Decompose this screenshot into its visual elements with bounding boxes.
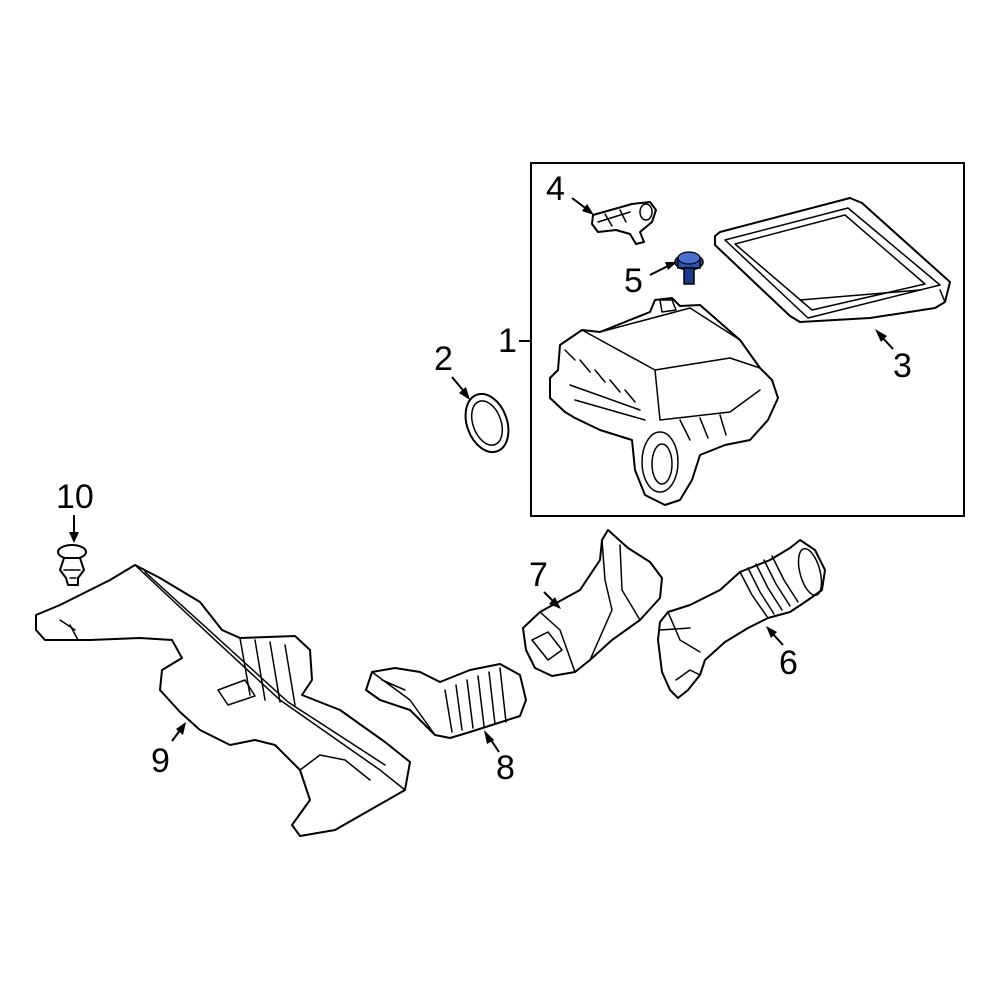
part-5-bolt[interactable] xyxy=(674,251,704,285)
callout-10: 10 xyxy=(56,478,94,516)
arrowhead-8 xyxy=(484,730,494,744)
part-7-air-duct[interactable] xyxy=(522,529,663,677)
callout-4: 4 xyxy=(546,170,565,208)
arrowhead-6 xyxy=(766,626,777,638)
callout-2: 2 xyxy=(434,340,453,378)
arrowhead-10 xyxy=(69,532,79,543)
arrowhead-2 xyxy=(459,387,470,400)
assembly-group-box xyxy=(530,162,965,517)
part-10-push-clip[interactable] xyxy=(57,544,87,586)
part-8-corrugated-duct[interactable] xyxy=(365,663,527,739)
part-2-seal-ring[interactable] xyxy=(458,388,516,458)
arrowhead-7 xyxy=(549,597,561,609)
callout-7: 7 xyxy=(529,556,548,594)
callout-5: 5 xyxy=(624,262,643,300)
part-9-intake-scoop[interactable] xyxy=(35,564,411,837)
callout-3: 3 xyxy=(893,347,912,385)
part-3-air-filter[interactable] xyxy=(714,197,951,323)
callout-9: 9 xyxy=(151,742,170,780)
arrowhead-3 xyxy=(875,329,887,342)
part-6-intake-duct[interactable] xyxy=(657,539,826,699)
callout-6: 6 xyxy=(779,644,798,682)
arrowhead-5 xyxy=(665,262,677,270)
callout-1: 1 xyxy=(498,322,517,360)
arrowhead-9 xyxy=(176,722,186,735)
leader-line-5 xyxy=(649,264,671,276)
part-1-air-cleaner-housing[interactable] xyxy=(549,297,779,506)
leader-line-6 xyxy=(772,633,784,646)
arrowhead-4 xyxy=(582,204,594,215)
part-4-sensor[interactable] xyxy=(591,201,657,245)
bolt-shank xyxy=(683,267,695,285)
callout-8: 8 xyxy=(496,749,515,787)
